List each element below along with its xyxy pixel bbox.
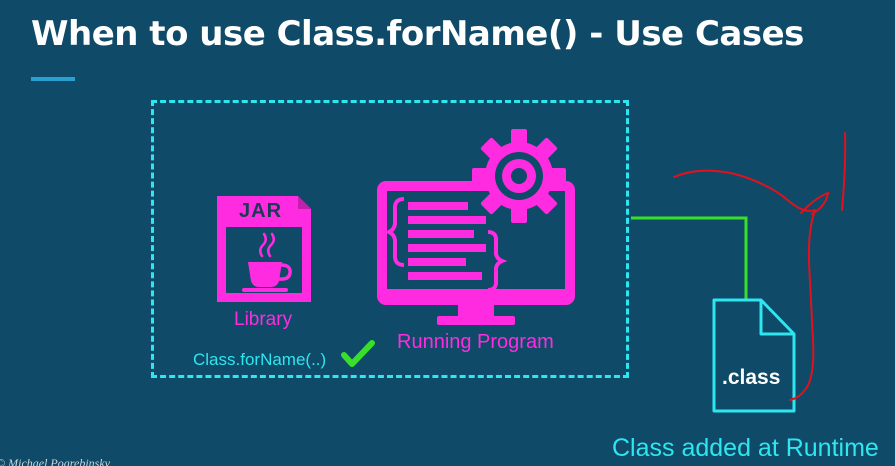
runtime-connector-line — [631, 216, 748, 300]
jar-label: JAR — [239, 200, 283, 222]
class-forname-call: Class.forName(..) — [193, 350, 327, 369]
library-caption: Library — [234, 309, 293, 330]
slide-title: When to use Class.forName() - Use Cases — [31, 14, 804, 54]
author-credit: © Michael Pogrebinsky — [0, 456, 110, 466]
hand-drawn-annotation — [673, 132, 847, 401]
checkmark-icon — [341, 340, 375, 367]
title-underline — [31, 77, 75, 81]
gear-icon — [472, 129, 566, 223]
class-file-label: .class — [722, 366, 781, 389]
class-runtime-caption: Class added at Runtime — [612, 434, 879, 462]
application-boundary — [151, 100, 629, 378]
class-file-icon — [712, 298, 796, 413]
coffee-cup-icon — [242, 232, 292, 292]
running-program-caption: Running Program — [397, 331, 554, 353]
